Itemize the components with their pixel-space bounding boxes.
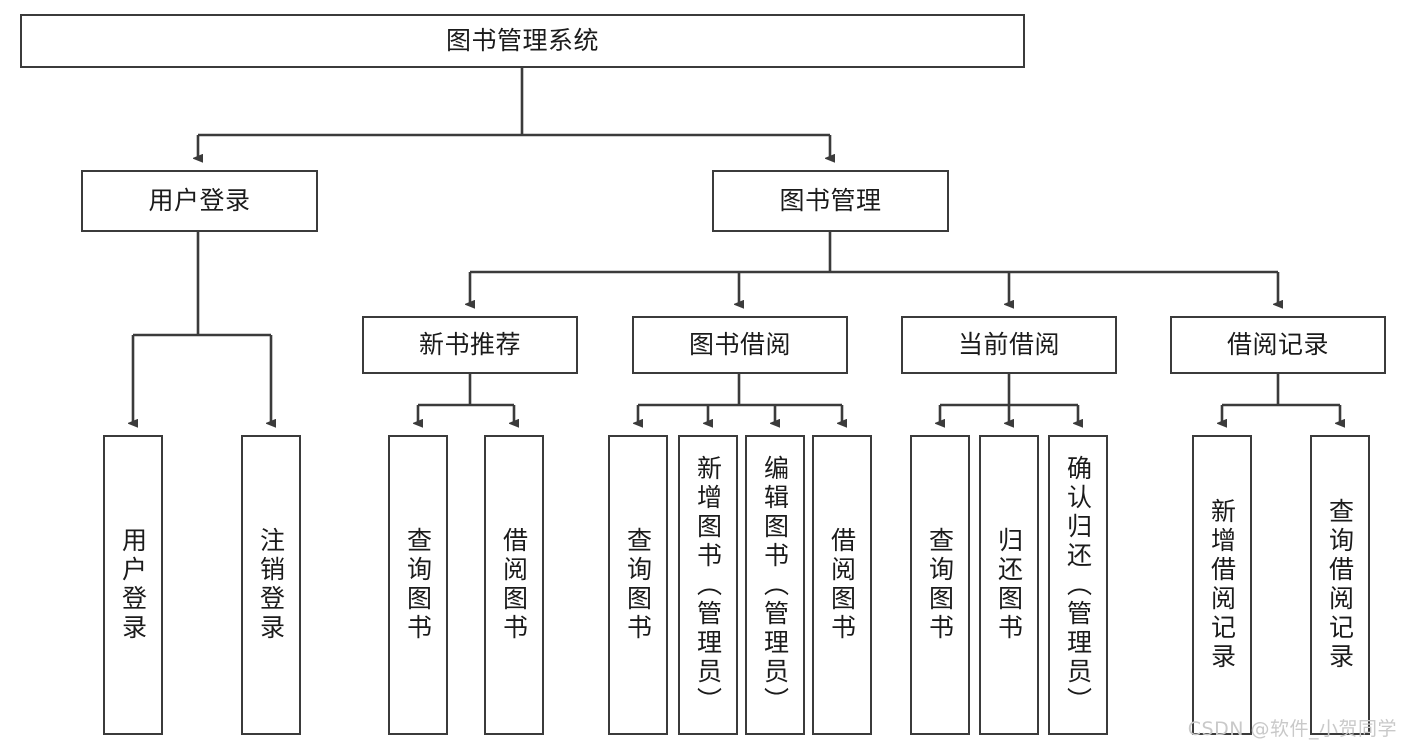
- leaf-new-book-borrow[interactable]: 借阅图书: [484, 435, 544, 735]
- leaf-borrow-edit-book-label: 编辑图书（管理员）: [760, 454, 790, 716]
- leaf-current-return-book-label: 归还图书: [994, 527, 1024, 643]
- node-new-book-recommend-label: 新书推荐: [418, 330, 521, 360]
- leaf-user-login-signin-label: 用户登录: [118, 527, 148, 643]
- node-user-login[interactable]: 用户登录: [81, 170, 318, 232]
- node-book-management[interactable]: 图书管理: [712, 170, 949, 232]
- leaf-borrow-borrow-book-label: 借阅图书: [827, 527, 857, 643]
- leaf-borrow-query-book[interactable]: 查询图书: [608, 435, 668, 735]
- leaf-current-query-book-label: 查询图书: [925, 527, 955, 643]
- leaf-records-query[interactable]: 查询借阅记录: [1310, 435, 1370, 735]
- node-borrow-records-label: 借阅记录: [1226, 330, 1329, 360]
- leaf-borrow-add-book-label: 新增图书（管理员）: [693, 454, 723, 716]
- leaf-current-query-book[interactable]: 查询图书: [910, 435, 970, 735]
- leaf-records-add[interactable]: 新增借阅记录: [1192, 435, 1252, 735]
- leaf-user-login-signout[interactable]: 注销登录: [241, 435, 301, 735]
- leaf-new-book-borrow-label: 借阅图书: [499, 527, 529, 643]
- leaf-borrow-add-book[interactable]: 新增图书（管理员）: [678, 435, 738, 735]
- node-root[interactable]: 图书管理系统: [20, 14, 1025, 68]
- node-current-borrow-label: 当前借阅: [957, 330, 1060, 360]
- node-book-borrow-label: 图书借阅: [688, 330, 791, 360]
- leaf-records-query-label: 查询借阅记录: [1325, 498, 1355, 672]
- leaf-new-book-query[interactable]: 查询图书: [388, 435, 448, 735]
- node-book-borrow[interactable]: 图书借阅: [632, 316, 848, 374]
- leaf-user-login-signin[interactable]: 用户登录: [103, 435, 163, 735]
- leaf-borrow-edit-book[interactable]: 编辑图书（管理员）: [745, 435, 805, 735]
- leaf-new-book-query-label: 查询图书: [403, 527, 433, 643]
- node-user-login-label: 用户登录: [148, 186, 251, 216]
- leaf-borrow-borrow-book[interactable]: 借阅图书: [812, 435, 872, 735]
- csdn-watermark: CSDN @软件_小贺同学: [1187, 718, 1397, 740]
- leaf-current-return-book[interactable]: 归还图书: [979, 435, 1039, 735]
- leaf-borrow-query-book-label: 查询图书: [623, 527, 653, 643]
- leaf-records-add-label: 新增借阅记录: [1207, 498, 1237, 672]
- leaf-current-confirm-return[interactable]: 确认归还（管理员）: [1048, 435, 1108, 735]
- node-borrow-records[interactable]: 借阅记录: [1170, 316, 1386, 374]
- node-root-label: 图书管理系统: [445, 26, 599, 56]
- node-new-book-recommend[interactable]: 新书推荐: [362, 316, 578, 374]
- leaf-current-confirm-return-label: 确认归还（管理员）: [1063, 454, 1093, 716]
- leaf-user-login-signout-label: 注销登录: [256, 527, 286, 643]
- node-book-management-label: 图书管理: [779, 186, 882, 216]
- node-current-borrow[interactable]: 当前借阅: [901, 316, 1117, 374]
